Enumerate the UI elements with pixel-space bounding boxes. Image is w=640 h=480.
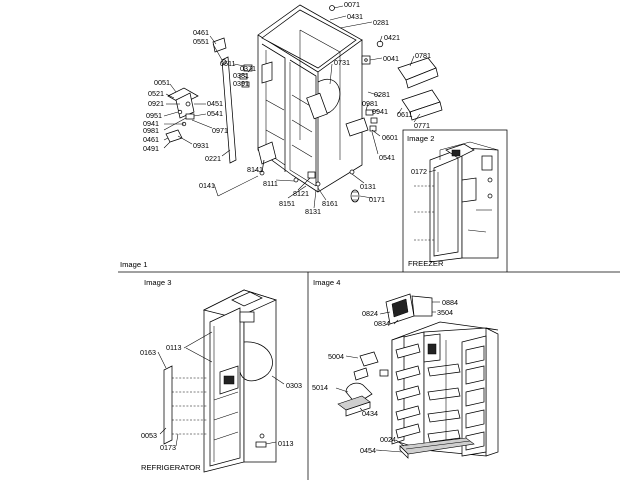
part-label: 0511 <box>220 59 235 68</box>
part-label: 0381 <box>233 71 249 80</box>
image3-refrigerator-door-drawing: Image 3 <box>140 278 302 473</box>
part-label: 0461 <box>193 28 209 37</box>
part-label: 0141 <box>199 181 215 190</box>
part-label: 0391 <box>233 79 249 88</box>
part-label: 0431 <box>347 12 363 21</box>
part-label: 8161 <box>322 199 338 208</box>
panel-dividers <box>118 129 620 480</box>
part-label: 0941 <box>372 107 388 116</box>
part-label: 0421 <box>384 33 400 42</box>
part-label: 0303 <box>286 381 302 390</box>
part-label: 0541 <box>207 109 223 118</box>
part-label: 0491 <box>143 144 159 153</box>
image1-caption: Image 1 <box>120 260 147 269</box>
part-label: 8121 <box>293 189 309 198</box>
part-label: 0071 <box>344 0 360 9</box>
refrigerator-section-title: REFRIGERATOR <box>141 463 201 472</box>
part-label: 0611 <box>397 110 412 119</box>
part-label: 0931 <box>193 141 209 150</box>
trim-strip <box>221 56 237 164</box>
part-label: 3504 <box>437 308 453 317</box>
part-label: 0971 <box>212 126 228 135</box>
part-label: 0941 <box>143 119 159 128</box>
part-label: 0541 <box>379 153 395 162</box>
part-label: 0051 <box>154 78 170 87</box>
part-label: 0281 <box>373 18 389 27</box>
part-label: 0951 <box>146 111 162 120</box>
part-label: 0113 <box>278 439 293 448</box>
part-label: 0173 <box>160 443 176 452</box>
part-label: 0281 <box>374 90 390 99</box>
part-label: 0131 <box>360 182 376 191</box>
part-label: 0053 <box>141 431 157 440</box>
fresh-food-shelves <box>427 340 461 448</box>
part-label: 0221 <box>205 154 221 163</box>
part-label: 0771 <box>414 121 430 130</box>
part-label: 5014 <box>312 383 328 392</box>
part-label: 0171 <box>369 195 385 204</box>
image1-part-labels: 0071 0431 0281 0421 0461 0551 0731 0041 … <box>143 0 431 216</box>
part-label: 0981 <box>143 126 159 135</box>
part-label: 0434 <box>362 409 378 418</box>
freezer-shelves <box>395 343 421 439</box>
image4-dispenser-drawing: Image 4 <box>312 278 499 459</box>
image1-cabinet-drawing <box>163 4 443 209</box>
part-label: 0371 <box>240 64 256 73</box>
part-label: 0781 <box>415 51 431 60</box>
part-label: 8141 <box>247 165 263 174</box>
part-label: 8151 <box>279 199 295 208</box>
part-label: 0601 <box>382 133 398 142</box>
part-label: 0551 <box>193 37 209 46</box>
part-label: 0024 <box>380 435 396 444</box>
image4-caption: Image 4 <box>313 278 340 287</box>
part-label: 0731 <box>334 58 350 67</box>
part-label: 0041 <box>383 54 399 63</box>
part-label: 8111 <box>263 179 278 188</box>
part-label: 0461 <box>143 135 159 144</box>
freezer-section-title: FREEZER <box>408 259 444 268</box>
part-label: 0981 <box>362 99 378 108</box>
dispenser-arm <box>345 382 373 405</box>
part-label: 0451 <box>207 99 223 108</box>
part-label: 0521 <box>148 89 164 98</box>
image2-freezer-door-drawing: Image 2 0172 FREEZER <box>407 134 499 268</box>
part-label: 0884 <box>442 298 458 307</box>
door-gasket-strip <box>163 365 173 445</box>
part-label: 0824 <box>362 309 378 318</box>
part-label: 0163 <box>140 348 156 357</box>
part-label: 0113 <box>166 343 181 352</box>
part-label: 0834 <box>374 319 390 328</box>
image2-frame <box>402 129 508 272</box>
part-label: 0921 <box>148 99 164 108</box>
image2-caption: Image 2 <box>407 134 434 143</box>
part-label: 5004 <box>328 352 344 361</box>
part-label: 8131 <box>305 207 321 216</box>
image3-caption: Image 3 <box>144 278 171 287</box>
part-label: 0454 <box>360 446 376 455</box>
part-label: 0172 <box>411 167 427 176</box>
